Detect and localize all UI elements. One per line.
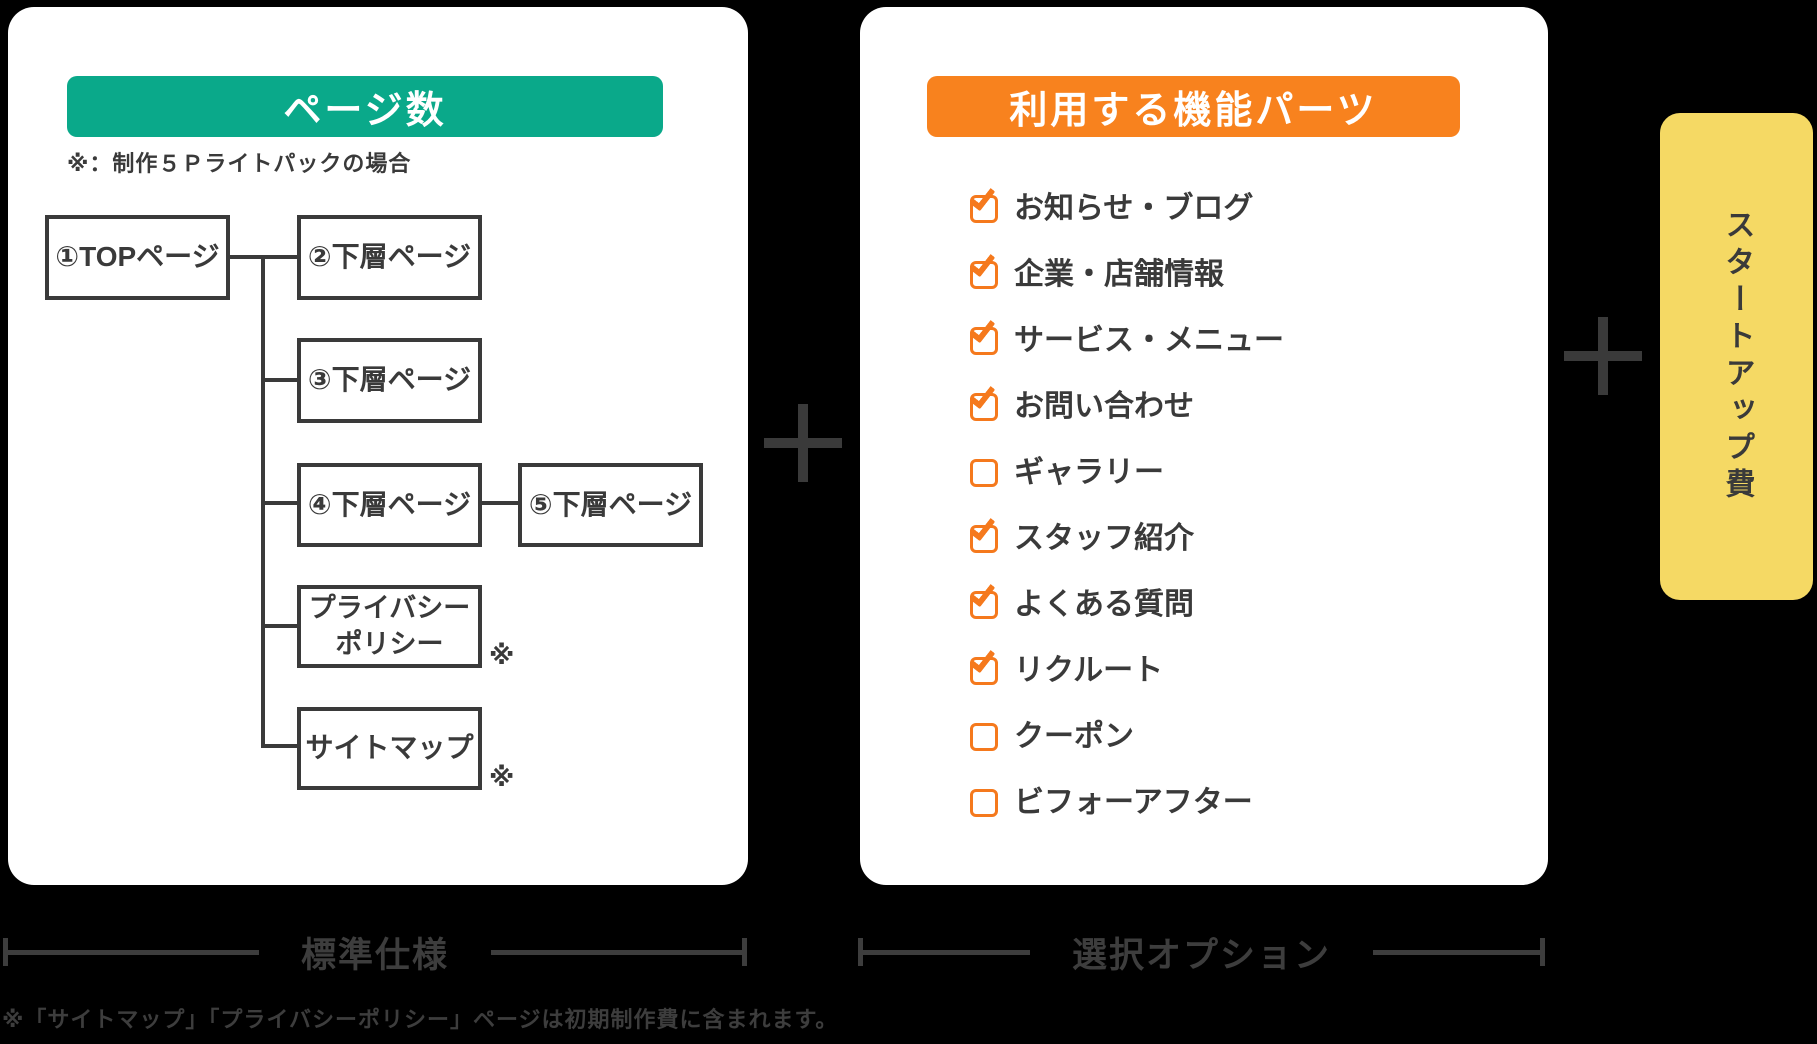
tree-line	[480, 501, 518, 505]
tree-box-label: プライバシー	[308, 593, 471, 624]
tree-box-sub-page-2: ②下層ページ	[297, 215, 482, 300]
feature-item: サービス・メニュー	[970, 324, 1284, 357]
feature-item: クーポン	[970, 720, 1284, 753]
feature-label: クーポン	[1014, 720, 1134, 753]
checkbox-icon[interactable]	[970, 459, 998, 487]
tree-box-label: ポリシー	[335, 628, 444, 659]
bracket-selected-options: 選択オプション	[858, 936, 1546, 975]
bracket-standard-spec: 標準仕様	[3, 936, 748, 975]
feature-checklist: お知らせ・ブログ 企業・店舗情報 サービス・メニュー お問い合わせ ギャラリー …	[970, 192, 1284, 819]
feature-item: 企業・店舗情報	[970, 258, 1284, 291]
feature-label: 企業・店舗情報	[1014, 258, 1224, 291]
bracket-tick	[858, 938, 863, 966]
footnote: ※「サイトマップ」「プライバシーポリシー」ページは初期制作費に含まれます。	[2, 1007, 839, 1032]
feature-label: スタッフ紹介	[1014, 522, 1194, 555]
feature-item: お問い合わせ	[970, 390, 1284, 423]
checkbox-icon[interactable]	[970, 789, 998, 817]
feature-item: お知らせ・ブログ	[970, 192, 1284, 225]
features-header: 利用する機能パーツ	[927, 76, 1460, 137]
feature-label: ビフォーアフター	[1014, 786, 1253, 819]
bracket-line	[1373, 949, 1541, 955]
pages-header-label: ページ数	[283, 90, 447, 132]
tree-box-label: ④下層ページ	[307, 488, 472, 520]
checkbox-icon[interactable]	[970, 327, 998, 355]
startup-fee-label: スタートアップ費	[1720, 208, 1754, 505]
bracket-label: 選択オプション	[1072, 935, 1332, 975]
pages-header: ページ数	[67, 76, 663, 137]
tree-line	[265, 744, 297, 748]
feature-item: スタッフ紹介	[970, 522, 1284, 555]
tree-box-sub-page-3: ③下層ページ	[297, 338, 482, 423]
bracket-tick	[742, 938, 748, 966]
feature-label: お知らせ・ブログ	[1014, 192, 1254, 225]
tree-box-top-page: ①TOPページ	[45, 215, 230, 300]
feature-item: ギャラリー	[970, 456, 1284, 489]
feature-label: サービス・メニュー	[1014, 324, 1284, 357]
feature-label: ギャラリー	[1014, 456, 1164, 489]
tree-line	[261, 255, 265, 748]
tree-line	[265, 501, 297, 505]
checkbox-icon[interactable]	[970, 195, 998, 223]
tree-box-sitemap: サイトマップ	[297, 707, 482, 790]
bracket-label: 標準仕様	[301, 935, 450, 975]
asterisk-mark: ※	[489, 762, 515, 792]
bracket-tick	[3, 938, 8, 966]
feature-item: よくある質問	[970, 588, 1284, 621]
checkbox-icon[interactable]	[970, 657, 998, 685]
tree-line	[265, 624, 297, 628]
feature-label: よくある質問	[1014, 588, 1194, 621]
checkbox-icon[interactable]	[970, 525, 998, 553]
tree-box-label: ⑤下層ページ	[528, 488, 693, 520]
tree-box-label: ①TOPページ	[55, 241, 220, 273]
checkbox-icon[interactable]	[970, 723, 998, 751]
features-header-label: 利用する機能パーツ	[1009, 90, 1378, 132]
plus-icon	[1564, 317, 1642, 395]
bracket-line	[863, 949, 1030, 955]
feature-label: リクルート	[1014, 654, 1164, 687]
feature-label: お問い合わせ	[1014, 390, 1194, 423]
asterisk-mark: ※	[489, 640, 515, 670]
tree-box-label: ③下層ページ	[307, 364, 472, 396]
bracket-line	[8, 949, 259, 955]
tree-box-label: サイトマップ	[305, 732, 474, 764]
checkbox-icon[interactable]	[970, 261, 998, 289]
pack-note: ※：制作５Ｐライトパックの場合	[67, 151, 412, 176]
startup-fee-box: スタートアップ費	[1660, 113, 1813, 600]
checkbox-icon[interactable]	[970, 591, 998, 619]
tree-box-privacy-policy: プライバシー ポリシー	[297, 585, 482, 668]
tree-line	[265, 378, 297, 382]
feature-item: リクルート	[970, 654, 1284, 687]
plus-icon	[764, 404, 842, 482]
bracket-line	[491, 949, 743, 955]
checkbox-icon[interactable]	[970, 393, 998, 421]
tree-box-label: ②下層ページ	[307, 241, 472, 273]
tree-box-sub-page-4: ④下層ページ	[297, 463, 482, 547]
bracket-tick	[1540, 938, 1546, 966]
tree-box-sub-page-5: ⑤下層ページ	[518, 463, 703, 547]
feature-item: ビフォーアフター	[970, 786, 1284, 819]
